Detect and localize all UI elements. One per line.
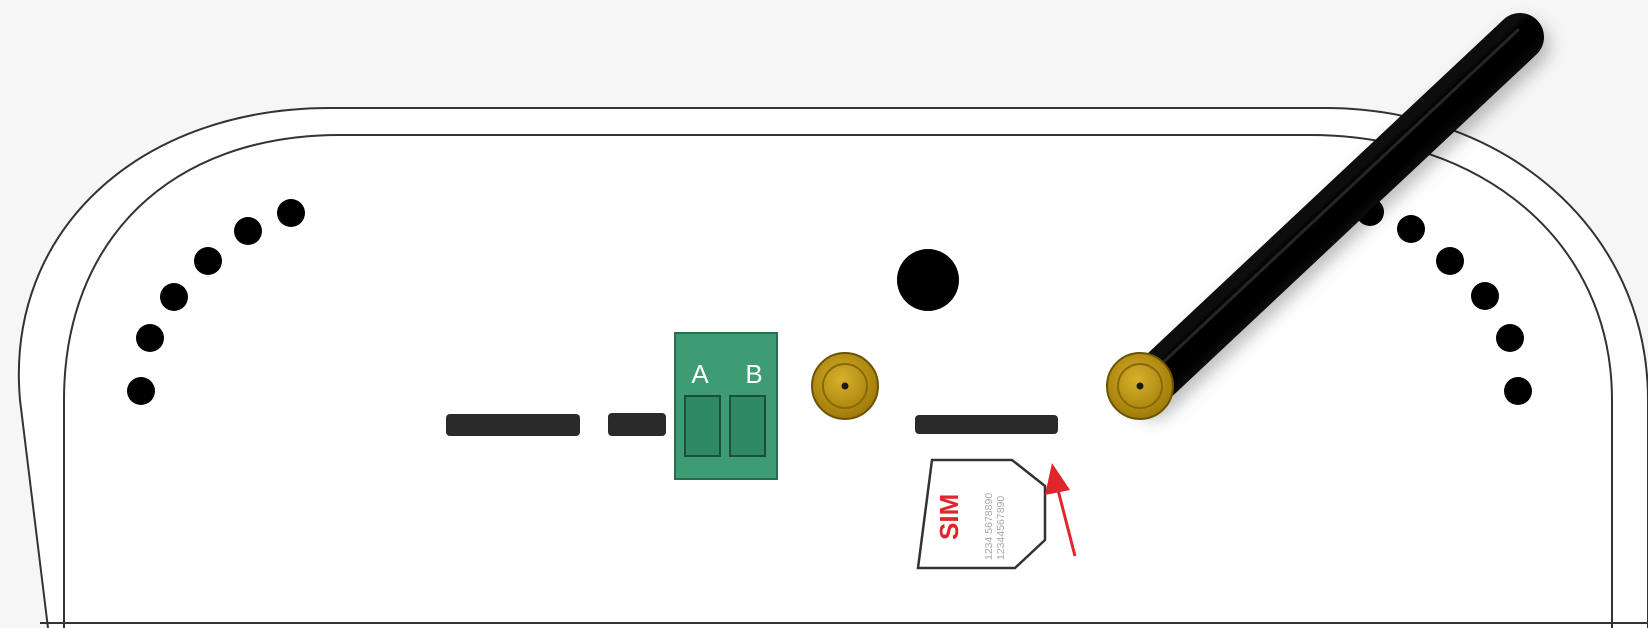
- port-slot-left: [446, 414, 580, 436]
- reset-hole: [897, 249, 959, 311]
- led-dot-icon: [1397, 215, 1425, 243]
- led-dot-icon: [1471, 282, 1499, 310]
- terminal-label-b: B: [745, 359, 762, 389]
- led-dot-icon: [1504, 377, 1532, 405]
- port-slot-small: [608, 413, 666, 436]
- terminal-pin-b: [729, 395, 766, 457]
- led-dot-icon: [277, 199, 305, 227]
- terminal-pin-a: [684, 395, 721, 457]
- insert-arrow-icon: [1045, 463, 1077, 557]
- terminal-label-a: A: [691, 359, 709, 389]
- sim-card-number-1: 1234 5678890: [983, 493, 995, 560]
- led-dot-icon: [136, 324, 164, 352]
- enclosure-inner: [63, 134, 1613, 628]
- antenna-icon: [1123, 13, 1544, 411]
- sim-card-brand: SIM: [934, 494, 964, 540]
- terminal-block: A B: [674, 332, 778, 480]
- led-dot-icon: [1496, 324, 1524, 352]
- sim-card-number-2: 12344567890: [995, 496, 1007, 560]
- sim-card: SIM 1234 5678890 12344567890: [916, 458, 1047, 570]
- led-dot-icon: [127, 377, 155, 405]
- sma-connector-icon: [1106, 352, 1174, 420]
- right-led-arc: [1356, 198, 1532, 405]
- sim-slot: [915, 415, 1058, 434]
- sma-connector-icon: [811, 352, 879, 420]
- led-dot-icon: [234, 217, 262, 245]
- led-dot-icon: [194, 247, 222, 275]
- led-dot-icon: [160, 283, 188, 311]
- led-dot-icon: [1436, 247, 1464, 275]
- left-led-arc: [127, 199, 305, 405]
